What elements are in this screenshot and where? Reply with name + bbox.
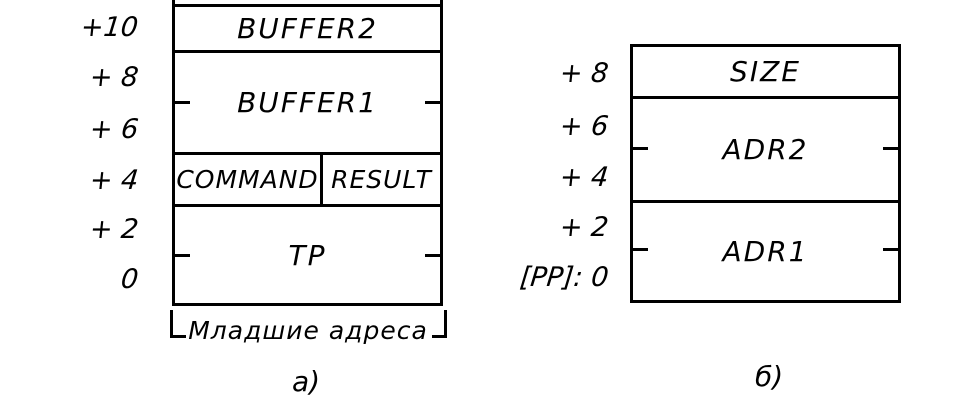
- bracket-bottom: [170, 335, 186, 338]
- offset-label: + 8: [557, 58, 610, 89]
- cell-size: SIZE: [730, 55, 801, 88]
- word-tick: [883, 147, 898, 150]
- cell-tp: TP: [288, 238, 327, 272]
- row-divider: [172, 4, 443, 7]
- cell-buffer2: BUFFER2: [237, 12, 378, 45]
- offset-label: + 6: [87, 114, 140, 145]
- cell-command: COMMAND: [176, 165, 319, 194]
- row-divider: [172, 152, 443, 155]
- cell-adr1: ADR1: [722, 235, 809, 268]
- offset-label: + 2: [87, 214, 140, 245]
- offset-label: + 6: [557, 111, 610, 142]
- bracket-left: [170, 310, 173, 338]
- offset-label: + 4: [557, 162, 610, 193]
- diagram-b-frame: [630, 44, 901, 303]
- word-tick: [883, 248, 898, 251]
- low-addresses-label: Младшие адреса: [188, 315, 428, 345]
- offset-label: [PP]: 0: [517, 262, 610, 293]
- word-tick: [175, 101, 190, 104]
- word-tick: [425, 254, 440, 257]
- caption-a: а): [292, 365, 321, 398]
- caption-b: б): [755, 360, 784, 393]
- offset-label: + 4: [87, 165, 140, 196]
- word-tick: [633, 248, 648, 251]
- word-tick: [425, 101, 440, 104]
- offset-label: + 8: [87, 62, 140, 93]
- word-tick: [175, 254, 190, 257]
- bracket-right: [444, 310, 447, 338]
- bracket-bottom: [432, 335, 447, 338]
- row-divider: [172, 204, 443, 207]
- offset-label: + 2: [557, 212, 610, 243]
- offset-label: 0: [119, 264, 140, 295]
- row-divider: [172, 303, 443, 306]
- cell-result: RESULT: [331, 165, 432, 194]
- word-tick: [633, 147, 648, 150]
- offset-label: +10: [79, 12, 140, 43]
- cell-buffer1: BUFFER1: [237, 86, 378, 119]
- row-divider: [630, 200, 901, 203]
- row-divider: [630, 96, 901, 99]
- row-divider: [172, 50, 443, 53]
- cell-divider: [320, 152, 323, 206]
- cell-adr2: ADR2: [722, 133, 809, 166]
